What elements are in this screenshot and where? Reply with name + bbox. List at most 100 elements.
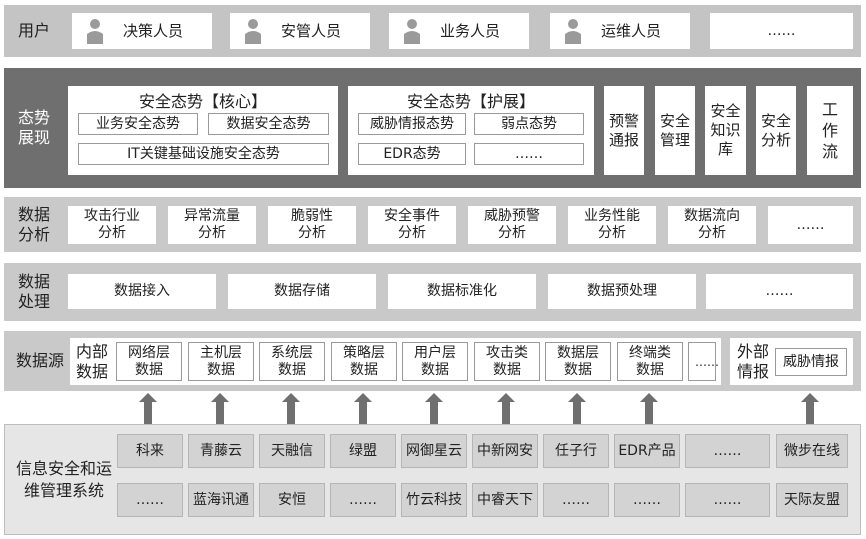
systems-label: 信息安全和运维管理系统 — [15, 458, 113, 502]
situation-label-text: 态势展现 — [17, 108, 50, 147]
abnormal-traffic-analysis-label: 异常流量分析 — [184, 208, 240, 241]
workflow-label: 工作流 — [821, 100, 838, 161]
system-leadsec: 网御星云 — [401, 434, 467, 468]
user-security-manager: 安管人员 — [230, 13, 370, 49]
policy-layer-data: 策略层数据 — [331, 342, 397, 381]
attack-industry-analysis: 攻击行业分析 — [68, 206, 156, 244]
system-layer-data: 系统层数据 — [259, 342, 325, 381]
up-arrow-icon — [354, 393, 372, 424]
system-more-6: …… — [685, 483, 770, 517]
endpoint-type-data: 终端类数据 — [617, 342, 683, 381]
core-situation-panel: 安全态势【核心】 业务安全态势 数据安全态势 IT关键基础设施安全态势 — [68, 86, 338, 175]
data-normalization: 数据标准化 — [388, 274, 536, 309]
extended-more: …… — [474, 143, 584, 165]
system-surfilter: 任子行 — [543, 434, 609, 468]
situation-band: 态势展现 安全态势【核心】 业务安全态势 数据安全态势 IT关键基础设施安全态势… — [4, 68, 861, 188]
system-topsec: 天融信 — [259, 434, 325, 468]
data-storage: 数据存储 — [228, 274, 376, 309]
person-icon — [404, 19, 420, 44]
user-decision-maker: 决策人员 — [72, 13, 212, 49]
internal-data-label: 内部数据 — [73, 342, 111, 382]
person-icon — [245, 19, 261, 44]
internal-more: …… — [688, 342, 719, 381]
host-layer-data-label: 主机层数据 — [200, 344, 242, 378]
threat-intel-source: 威胁情报 — [775, 348, 847, 376]
system-nsfocus: 绿盟 — [330, 434, 396, 468]
threat-warning-analysis-label: 威胁预警分析 — [484, 208, 540, 241]
extended-situation-panel: 安全态势【护展】 威胁情报态势 弱点态势 EDR态势 …… — [348, 86, 594, 175]
systems-label-text: 信息安全和运维管理系统 — [15, 459, 112, 500]
users-band: 用户 决策人员 安管人员 业务人员 运维人员 …… — [4, 5, 861, 57]
network-layer-data: 网络层数据 — [116, 342, 182, 381]
up-arrow-icon — [282, 393, 300, 424]
internal-data-label-text: 内部数据 — [75, 342, 108, 381]
person-icon — [565, 19, 581, 44]
security-knowledge-base: 安全知识库 — [705, 86, 746, 175]
user-layer-data: 用户层数据 — [402, 342, 468, 381]
edr-situation: EDR态势 — [358, 143, 466, 165]
abnormal-traffic-analysis: 异常流量分析 — [168, 206, 256, 244]
data-preprocessing: 数据预处理 — [548, 274, 696, 309]
security-event-analysis-label: 安全事件分析 — [384, 208, 440, 241]
internal-more-label: …… — [695, 354, 719, 369]
analysis-more: …… — [768, 206, 853, 244]
data-flow-analysis: 数据流向分析 — [668, 206, 756, 244]
system-bamboocloud: 竹云科技 — [401, 483, 467, 517]
sources-band: 数据源 内部数据 网络层数据 主机层数据 系统层数据 策略层数据 用户层数据 攻… — [4, 331, 861, 391]
system-edr-product: EDR产品 — [614, 434, 680, 468]
processing-label: 数据处理 — [12, 272, 56, 312]
analysis-label: 数据分析 — [12, 205, 56, 245]
up-arrow-icon — [801, 393, 819, 424]
user-more-label: …… — [767, 22, 796, 39]
business-performance-analysis: 业务性能分析 — [568, 206, 656, 244]
workflow: 工作流 — [807, 86, 853, 175]
up-arrow-icon — [497, 393, 515, 424]
external-intel-label: 外部情报 — [733, 342, 773, 382]
security-event-analysis: 安全事件分析 — [368, 206, 456, 244]
external-intel-panel: 外部情报 威胁情报 — [730, 338, 853, 385]
processing-band: 数据处理 数据接入 数据存储 数据标准化 数据预处理 …… — [4, 263, 861, 321]
business-security-situation: 业务安全态势 — [78, 113, 198, 135]
up-arrow-icon — [640, 393, 658, 424]
security-knowledge-base-label: 安全知识库 — [710, 102, 741, 158]
threat-intel-situation: 威胁情报态势 — [358, 113, 466, 135]
system-more-5: …… — [614, 483, 680, 517]
situation-label: 态势展现 — [12, 108, 56, 148]
external-intel-label-text: 外部情报 — [736, 342, 769, 381]
data-security-situation: 数据安全态势 — [208, 113, 329, 135]
user-business-label: 业务人员 — [439, 21, 500, 40]
user-layer-data-label: 用户层数据 — [414, 344, 456, 378]
system-zhongxin: 中新网安 — [472, 434, 538, 468]
sources-label: 数据源 — [15, 351, 64, 370]
extended-situation-title: 安全态势【护展】 — [406, 92, 535, 111]
business-performance-analysis-label: 业务性能分析 — [584, 208, 640, 241]
up-arrow-icon — [139, 393, 157, 424]
up-arrow-icon — [425, 393, 443, 424]
data-layer-data-label: 数据层数据 — [557, 344, 599, 378]
analysis-label-text: 数据分析 — [17, 205, 50, 244]
system-dbappsecurity: 安恒 — [259, 483, 325, 517]
up-arrow-icon — [211, 393, 229, 424]
vulnerability-analysis: 脆弱性分析 — [268, 206, 356, 244]
internal-data-panel: 内部数据 网络层数据 主机层数据 系统层数据 策略层数据 用户层数据 攻击类数据… — [70, 338, 721, 385]
user-ops-label: 运维人员 — [600, 21, 661, 40]
it-infrastructure-situation: IT关键基础设施安全态势 — [78, 143, 329, 165]
user-business: 业务人员 — [389, 13, 529, 49]
system-threatbook: 微步在线 — [776, 434, 848, 468]
user-ops: 运维人员 — [550, 13, 690, 49]
person-icon — [87, 19, 103, 44]
security-analysis: 安全分析 — [756, 86, 796, 175]
security-analysis-label: 安全分析 — [761, 111, 792, 149]
system-more-1: …… — [685, 434, 770, 468]
data-flow-analysis-label: 数据流向分析 — [684, 208, 740, 241]
warning-notice-label: 预警通报 — [609, 111, 640, 149]
attack-type-data-label: 攻击类数据 — [486, 344, 528, 378]
systems-band: 信息安全和运维管理系统 科来 青藤云 天融信 绿盟 网御星云 中新网安 任子行 … — [4, 424, 861, 535]
user-decision-maker-label: 决策人员 — [122, 21, 183, 40]
user-more: …… — [710, 13, 853, 49]
vulnerability-analysis-label: 脆弱性分析 — [291, 208, 333, 241]
attack-type-data: 攻击类数据 — [474, 342, 540, 381]
arrows-layer — [139, 393, 819, 424]
processing-label-text: 数据处理 — [17, 272, 50, 311]
security-management-label: 安全管理 — [660, 111, 691, 149]
